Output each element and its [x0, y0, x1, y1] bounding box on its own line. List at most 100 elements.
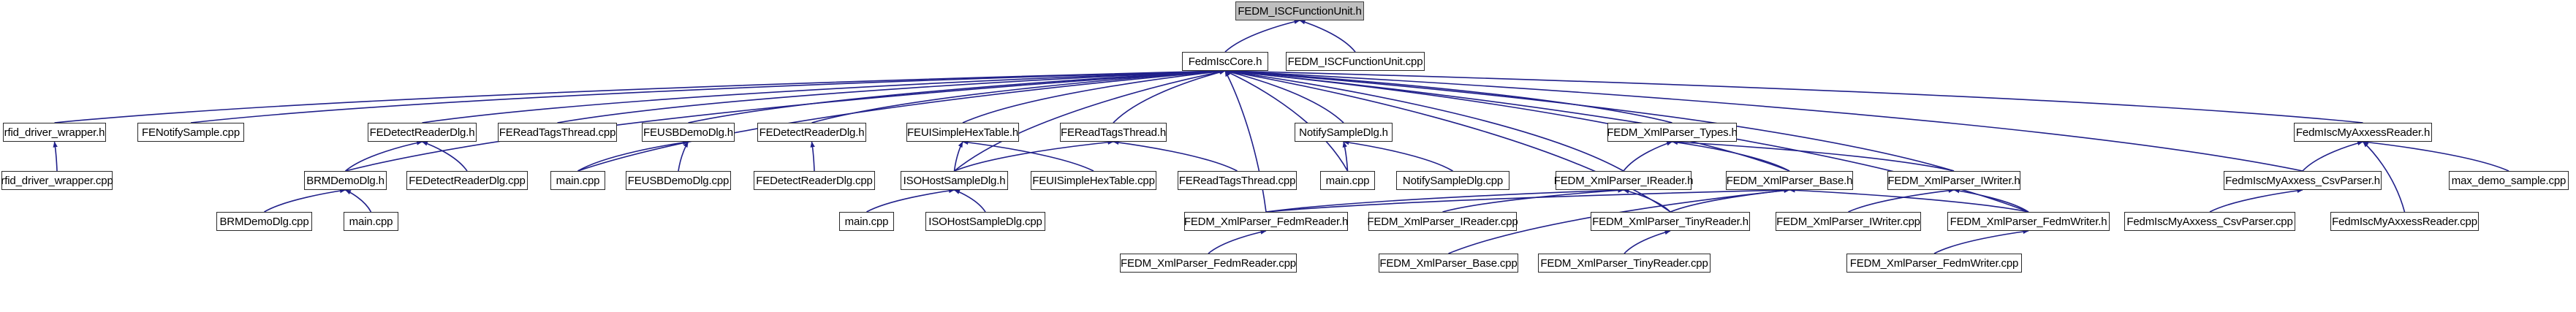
graph-node[interactable]: main.cpp — [344, 212, 398, 231]
graph-node[interactable]: FEDM_XmlParser_FedmReader.h — [1184, 212, 1348, 231]
graph-edge — [1672, 140, 1955, 172]
graph-edge — [1208, 229, 1267, 254]
graph-node[interactable]: FEDM_XmlParser_FedmWriter.h — [1947, 212, 2110, 231]
graph-node[interactable]: FEReadTagsThread.h — [1060, 123, 1167, 142]
graph-node[interactable]: FEReadTagsThread.cpp — [1178, 171, 1297, 190]
graph-node[interactable]: FEDM_XmlParser_FedmReader.cpp — [1120, 254, 1297, 273]
graph-node[interactable]: FEDM_XmlParser_TinyReader.cpp — [1538, 254, 1711, 273]
graph-edge — [53, 141, 58, 172]
graph-node[interactable]: max_demo_sample.cpp — [2449, 171, 2569, 190]
graph-node[interactable]: FEDM_XmlParser_Base.h — [1726, 171, 1853, 190]
graph-edge — [953, 141, 963, 172]
graph-edge — [1299, 20, 1356, 53]
graph-edge — [962, 69, 1226, 123]
graph-node[interactable]: FEDM_ISCFunctionUnit.cpp — [1286, 52, 1425, 71]
graph-edge — [1224, 68, 2363, 123]
graph-edge — [1224, 69, 1955, 172]
graph-edge — [953, 69, 1226, 172]
graph-edge — [1933, 229, 2029, 254]
graph-node[interactable]: FEDM_XmlParser_Base.cpp — [1379, 254, 1518, 273]
graph-edge — [1224, 70, 1267, 213]
graph-edge — [1224, 69, 1672, 123]
graph-edge — [1343, 140, 1453, 172]
graph-edge — [557, 69, 1226, 123]
graph-edge — [866, 188, 955, 213]
graph-edge — [2209, 188, 2303, 213]
graph-edge — [1224, 69, 1624, 172]
graph-edge — [264, 188, 346, 213]
graph-edge — [678, 141, 689, 172]
graph-node[interactable]: rfid_driver_wrapper.cpp — [1, 171, 113, 190]
graph-node[interactable]: FEDM_ISCFunctionUnit.h — [1235, 1, 1364, 20]
graph-node[interactable]: FedmIscMyAxxess_CsvParser.cpp — [2124, 212, 2295, 231]
graph-edge — [1224, 69, 1790, 172]
graph-edge — [954, 140, 1114, 172]
graph-node[interactable]: FEDetectReaderDlg.cpp — [754, 171, 875, 190]
graph-node[interactable]: NotifySampleDlg.h — [1295, 123, 1393, 142]
graph-edge — [1789, 188, 2029, 213]
graph-edge — [1623, 189, 1671, 213]
graph-edge — [345, 69, 1226, 172]
graph-edge — [962, 140, 1094, 172]
graph-node[interactable]: FEDM_XmlParser_IReader.h — [1554, 171, 1693, 190]
graph-edge — [422, 69, 1226, 123]
graph-edge — [577, 140, 689, 172]
graph-node[interactable]: ISOHostSampleDlg.cpp — [925, 212, 1045, 231]
graph-edge — [2363, 140, 2509, 172]
graph-node[interactable]: FEDM_XmlParser_IReader.cpp — [1367, 212, 1518, 231]
graph-node[interactable]: FEDM_XmlParser_Types.h — [1607, 123, 1738, 142]
graph-edge — [811, 69, 1226, 123]
graph-node[interactable]: FEDetectReaderDlg.h — [368, 123, 477, 142]
graph-edge — [190, 69, 1226, 123]
graph-edge — [1265, 187, 1790, 213]
graph-node[interactable]: FEDetectReaderDlg.cpp — [406, 171, 528, 190]
graph-edge — [344, 140, 423, 172]
graph-edge — [1224, 69, 2303, 172]
graph-node[interactable]: main.cpp — [550, 171, 605, 190]
graph-edge — [1224, 19, 1300, 53]
graph-node[interactable]: main.cpp — [1320, 171, 1375, 190]
graph-edge — [577, 69, 1226, 172]
graph-node[interactable]: FEUISimpleHexTable.h — [906, 123, 1019, 142]
graph-node[interactable]: main.cpp — [839, 212, 894, 231]
graph-node[interactable]: FEUSBDemoDlg.h — [642, 123, 735, 142]
graph-node[interactable]: rfid_driver_wrapper.h — [3, 123, 106, 142]
graph-edge — [954, 189, 986, 213]
graph-node[interactable]: FedmIscMyAxxess_CsvParser.h — [2224, 171, 2382, 190]
graph-node[interactable]: FEDM_XmlParser_FedmWriter.cpp — [1846, 254, 2022, 273]
graph-node[interactable]: FEDM_XmlParser_TinyReader.h — [1591, 212, 1750, 231]
graph-edge — [1224, 69, 1344, 123]
graph-edge — [688, 69, 1226, 123]
graph-node[interactable]: FENotifySample.cpp — [137, 123, 244, 142]
graph-edge — [1265, 188, 1624, 213]
graph-node[interactable]: FedmIscMyAxxessReader.cpp — [2330, 212, 2479, 231]
graph-node[interactable]: BRMDemoDlg.cpp — [216, 212, 312, 231]
graph-edge — [1953, 189, 2029, 213]
graph-edge — [2302, 140, 2363, 172]
graph-edge — [1624, 229, 1671, 254]
graph-edge — [1113, 69, 1226, 123]
graph-node[interactable]: FedmIscMyAxxessReader.h — [2294, 123, 2432, 142]
graph-edge — [54, 68, 1226, 123]
graph-node[interactable]: BRMDemoDlg.h — [304, 171, 387, 190]
graph-node[interactable]: FedmIscCore.h — [1182, 52, 1268, 71]
graph-edge — [1224, 69, 1671, 213]
graph-node[interactable]: FEReadTagsThread.cpp — [498, 123, 617, 142]
graph-edge — [1224, 70, 1349, 172]
graph-node[interactable]: FEUSBDemoDlg.cpp — [626, 171, 731, 190]
graph-node[interactable]: FEDM_XmlParser_IWriter.h — [1887, 171, 2020, 190]
graph-node[interactable]: NotifySampleDlg.cpp — [1396, 171, 1509, 190]
graph-node[interactable]: FEDM_XmlParser_IWriter.cpp — [1776, 212, 1921, 231]
graph-node[interactable]: FEUISimpleHexTable.cpp — [1031, 171, 1156, 190]
graph-node[interactable]: FEDetectReaderDlg.h — [757, 123, 866, 142]
graph-edge — [1342, 141, 1349, 172]
graph-edge — [1442, 188, 1624, 213]
graph-edge — [1670, 188, 1790, 213]
graph-edge — [1848, 188, 1955, 213]
graph-edge — [345, 189, 372, 213]
graph-node[interactable]: ISOHostSampleDlg.h — [901, 171, 1008, 190]
graph-edge — [810, 141, 815, 172]
graph-edge — [1672, 140, 1790, 172]
graph-edge — [1623, 141, 1672, 172]
